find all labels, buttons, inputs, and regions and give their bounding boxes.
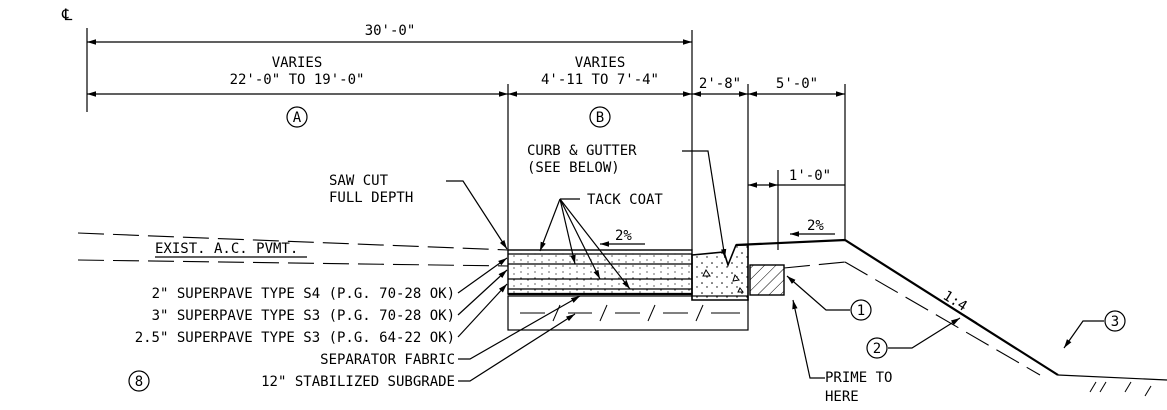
slope-side-underline <box>942 301 978 324</box>
layer-leaders <box>457 257 581 382</box>
dimension-shoulder-label: 5'-0" <box>776 76 818 92</box>
layer-label-subgrade: 12" STABILIZED SUBGRADE <box>261 374 455 390</box>
callout-3-leader <box>1063 320 1104 349</box>
ground-hatch <box>1089 381 1152 397</box>
dimension-b-varies: VARIES <box>575 55 626 71</box>
zone-a-circle <box>286 106 308 128</box>
tack-coat-label: TACK COAT <box>587 192 663 208</box>
exist-pvmt-label: EXIST. A.C. PVMT. <box>155 241 298 257</box>
layer-labels: 2" SUPERPAVE TYPE S4 (P.G. 70-28 OK) 3" … <box>135 286 455 390</box>
zone-a-label: A <box>293 110 302 126</box>
callout-2-circle <box>866 337 888 359</box>
exist-pvmt-bottom-line <box>77 259 509 267</box>
curb-gutter-leader <box>682 150 727 259</box>
dimension-offset-label: 1'-0" <box>789 168 831 184</box>
layer-label-s3-3in: 3" SUPERPAVE TYPE S3 (P.G. 70-28 OK) <box>152 308 455 324</box>
callout-8-circle <box>128 370 150 392</box>
saw-cut-leader <box>446 180 508 250</box>
callout-1-label: 1 <box>857 303 865 319</box>
layer-label-s3-25in: 2.5" SUPERPAVE TYPE S3 (P.G. 64-22 OK) <box>135 330 455 346</box>
saw-cut-label-line2: FULL DEPTH <box>329 190 413 206</box>
slope-shoulder-label: 2% <box>807 218 824 234</box>
tack-coat-leaders <box>539 198 631 290</box>
zone-b-circle <box>589 106 611 128</box>
natural-ground-line <box>1057 374 1167 381</box>
shoulder-and-slope-line <box>735 238 1059 376</box>
stabilized-subgrade <box>507 295 749 331</box>
callout-8-label: 8 <box>135 374 143 390</box>
zone-b-label: B <box>596 110 604 126</box>
subgrade-hatch <box>520 304 740 322</box>
callout-3-label: 3 <box>1111 314 1119 330</box>
callout-1-circle <box>850 299 872 321</box>
dimension-overall-label: 30'-0" <box>365 23 416 39</box>
curb-backfill-block <box>749 264 785 296</box>
subgrade-dashed-line <box>783 261 846 269</box>
asphalt-section <box>507 249 693 295</box>
exist-pvmt-top-line <box>77 232 509 251</box>
centerline-symbol: ℄ <box>61 5 73 24</box>
callout-2-label: 2 <box>873 341 881 357</box>
curb-aggregate-marks <box>702 269 744 293</box>
callout-2-leader <box>888 317 961 349</box>
callout-1-leader <box>786 275 850 311</box>
dimension-curb-label: 2'-8" <box>699 76 741 92</box>
layer-label-s4: 2" SUPERPAVE TYPE S4 (P.G. 70-28 OK) <box>152 286 455 302</box>
saw-cut-label-line1: SAW CUT <box>329 173 389 189</box>
slope-dashed-line <box>844 261 1041 376</box>
dimension-a-range: 22'-0" TO 19'-0" <box>230 72 365 88</box>
prime-label-line2: HERE <box>825 389 859 405</box>
dimension-b-range: 4'-11 TO 7'-4" <box>541 72 659 88</box>
layer-label-fabric: SEPARATOR FABRIC <box>320 352 455 368</box>
dimension-a-varies: VARIES <box>272 55 323 71</box>
prime-leader <box>792 299 825 379</box>
curb-gutter-label-line2: (SEE BELOW) <box>527 160 620 176</box>
slope-pvmt-label: 2% <box>615 228 632 244</box>
callout-3-circle <box>1104 310 1126 332</box>
curb-gutter-label-line1: CURB & GUTTER <box>527 143 637 159</box>
prime-label-line1: PRIME TO <box>825 370 892 386</box>
